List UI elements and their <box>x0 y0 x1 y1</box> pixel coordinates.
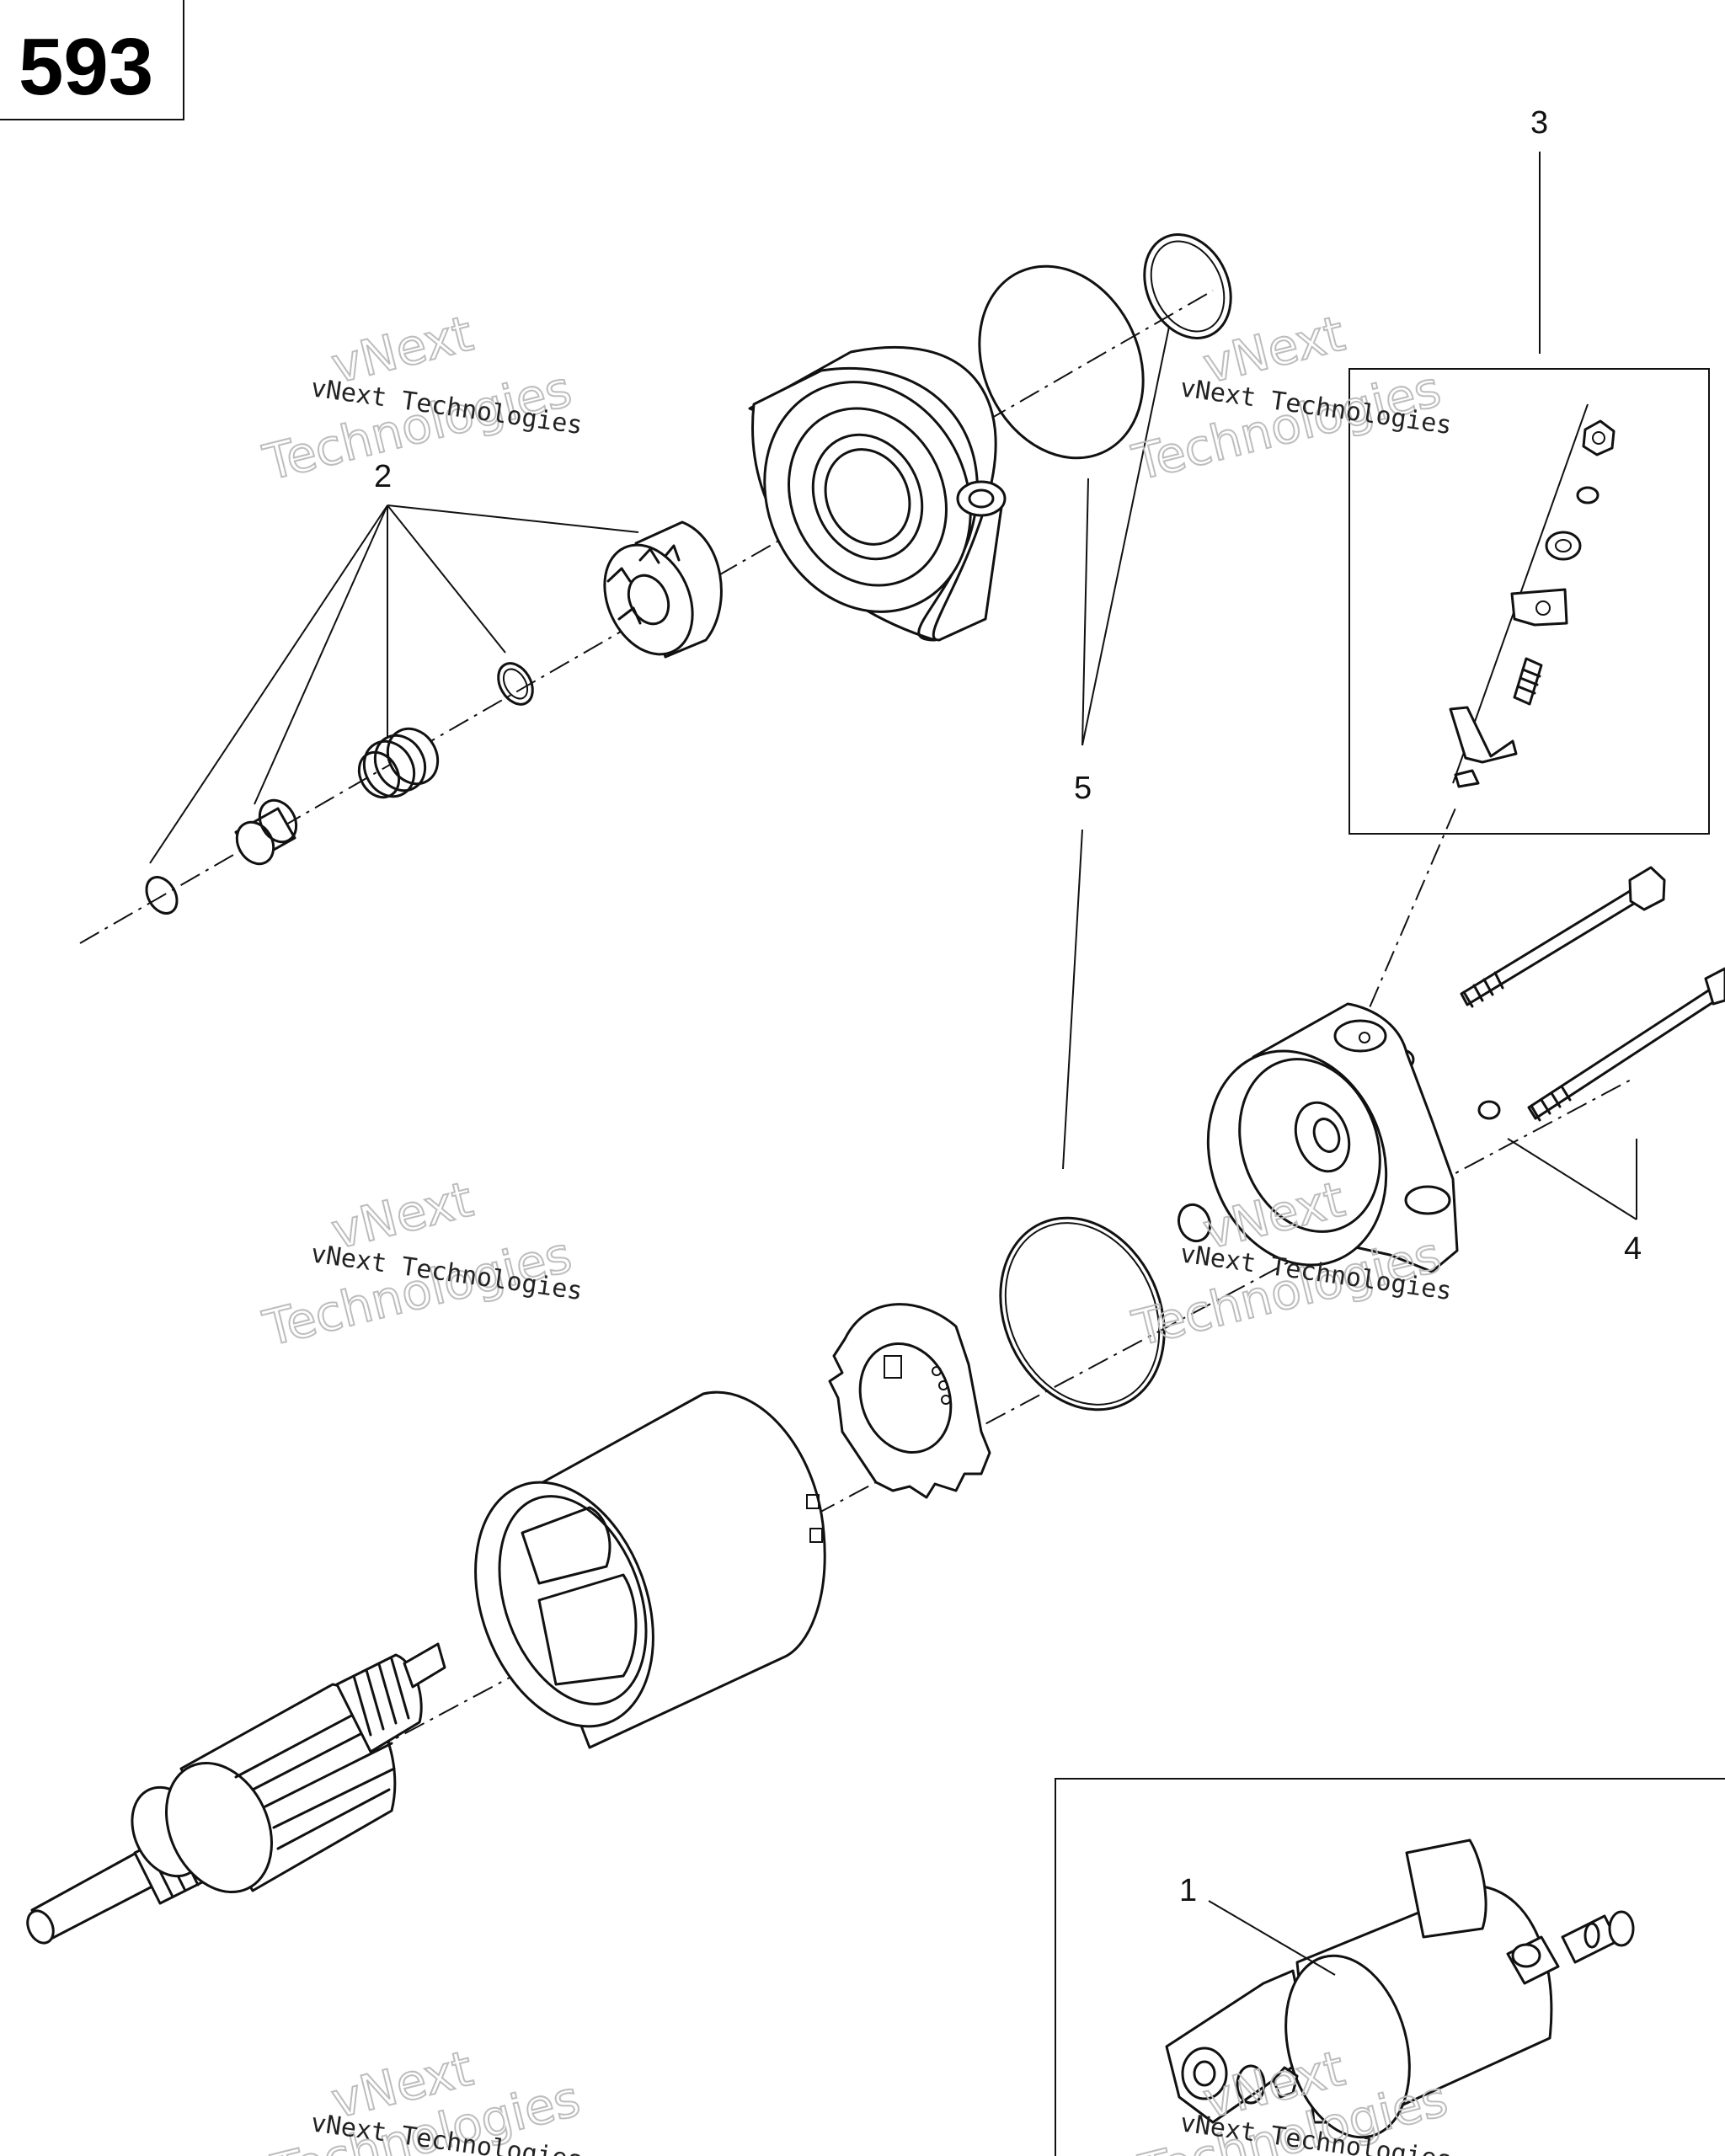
watermark-top-left: vNext Technologies vNext Technologies <box>257 304 585 493</box>
bolt-washer-lower <box>1477 1100 1501 1120</box>
terminal-bolt <box>1449 657 1543 788</box>
assembled-starter-inset <box>1055 1778 1725 2156</box>
drive-end-housing <box>748 345 1007 642</box>
watermark-bottom-left: vNext Technologies vNext Technologies <box>265 2039 586 2156</box>
callout-1: 1 <box>1179 1873 1197 1908</box>
retaining-ring-small <box>145 876 179 915</box>
leader-lines <box>149 152 1637 1976</box>
armature <box>26 1642 446 1945</box>
insulating-washer <box>1545 531 1582 561</box>
bushing <box>234 798 298 866</box>
callout-4: 4 <box>1624 1231 1642 1267</box>
hex-nut <box>1582 419 1616 456</box>
callout-2: 2 <box>374 459 392 494</box>
small-o-ring-end-cap <box>1177 1203 1212 1243</box>
o-ring-lower <box>999 1216 1166 1412</box>
thrust-washer <box>497 662 534 706</box>
through-bolt-upper <box>1460 866 1666 1008</box>
commutator-end-cap <box>1206 1002 1459 1273</box>
field-frame-housing <box>474 1390 826 1749</box>
brush-plate <box>828 1303 991 1499</box>
insulator-plate <box>1510 588 1568 627</box>
page-number-box: 593 <box>0 0 184 120</box>
terminal-kit-box <box>1348 368 1710 835</box>
drive-spring <box>357 727 440 799</box>
callout-3: 3 <box>1530 105 1548 141</box>
assembled-starter <box>1165 1838 1635 2139</box>
callout-5: 5 <box>1074 771 1092 806</box>
o-ring-small-top <box>1143 233 1232 339</box>
pinion-gear <box>603 520 723 659</box>
page-number: 593 <box>19 22 153 112</box>
lock-washer <box>1576 486 1599 504</box>
o-ring-large-top <box>978 264 1145 460</box>
through-bolt-lower <box>1527 967 1725 1122</box>
watermark-mid-left: vNext Technologies vNext Technologies <box>257 1170 585 1358</box>
callout-labels: 1 2 3 4 5 <box>374 105 1642 1908</box>
